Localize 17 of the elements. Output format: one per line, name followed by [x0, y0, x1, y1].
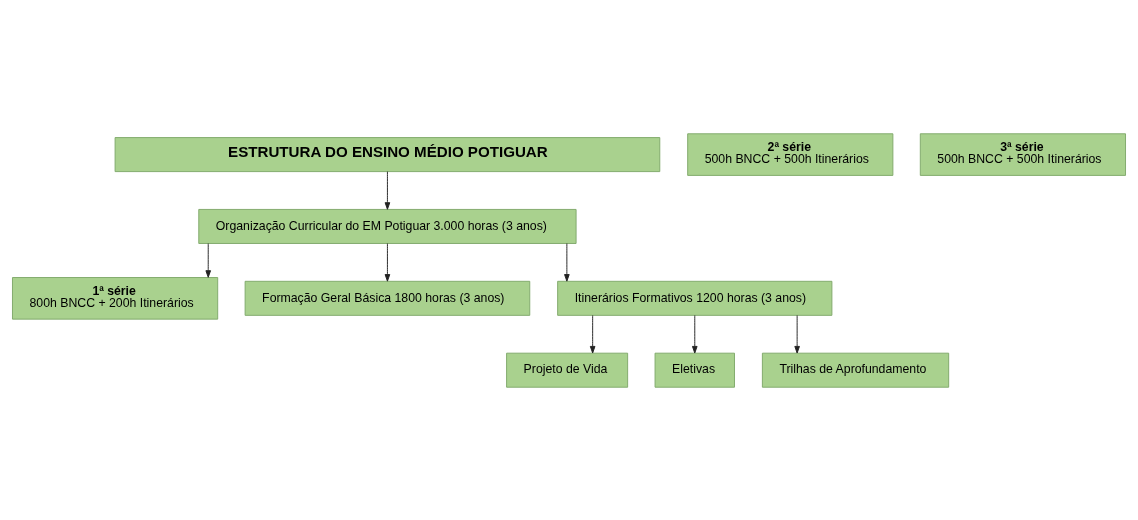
arrow — [691, 314, 698, 353]
node-box: Itinerários Formativos 1200 horas (3 anos) — [557, 280, 833, 316]
node-box: Projeto de Vida — [506, 352, 629, 388]
node-box: ESTRUTURA DO ENSINO MÉDIO POTIGUAR — [114, 136, 661, 172]
node-box: 3ª série 500h BNCC + 500h Itinerários — [919, 132, 1126, 176]
arrow — [384, 170, 391, 210]
node-box: Eletivas — [654, 352, 735, 388]
arrow — [384, 242, 391, 282]
arrow — [564, 242, 570, 282]
arrow — [205, 242, 212, 278]
node-box: 1ª série 800h BNCC + 200h Itinerários — [12, 276, 219, 320]
node-box: Organização Curricular do EM Potiguar 3.000 horas (3 anos) — [198, 208, 577, 244]
node-box: Formação Geral Básica 1800 horas (3 anos) — [244, 280, 531, 316]
node-box: Trilhas de Aprofundamento — [761, 352, 950, 388]
arrow — [589, 314, 596, 353]
arrow — [794, 314, 800, 353]
node-box: 2ª série 500h BNCC + 500h Itinerários — [687, 132, 894, 176]
